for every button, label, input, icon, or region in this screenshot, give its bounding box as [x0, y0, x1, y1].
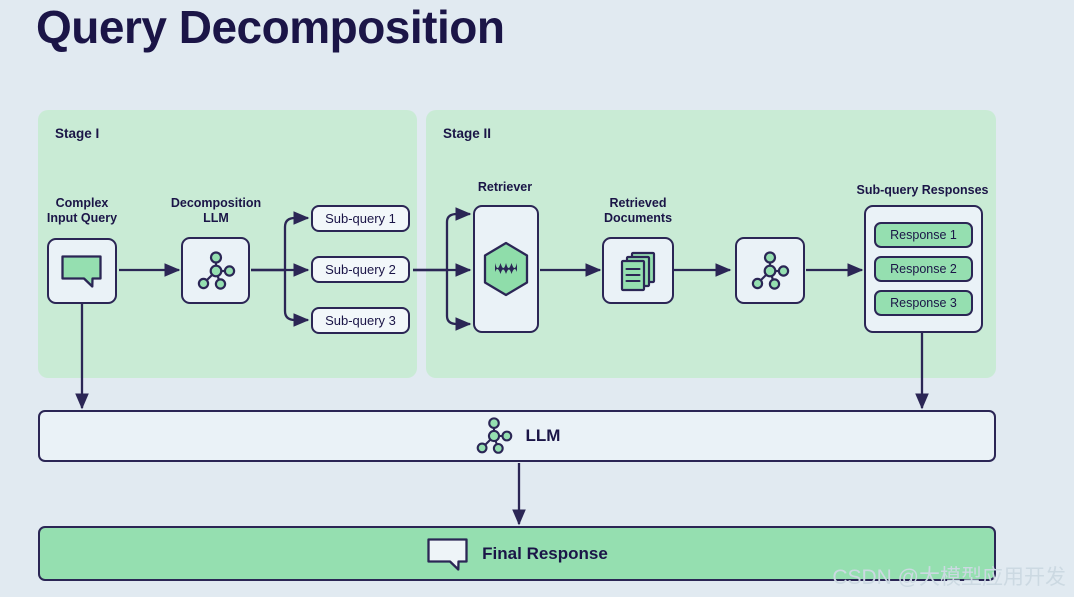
decomposition-llm-label-line1: Decomposition: [170, 196, 262, 210]
response-3-pill[interactable]: Response 3: [874, 290, 973, 316]
aggregation-llm-box[interactable]: [735, 237, 805, 304]
sub-query-responses-label: Sub-query Responses: [856, 183, 989, 197]
llm-bar[interactable]: LLM: [38, 410, 996, 462]
response-2-pill[interactable]: Response 2: [874, 256, 973, 282]
llm-bar-label: LLM: [525, 426, 561, 445]
speech-bubble-icon: [61, 255, 102, 288]
retriever-label: Retriever: [477, 180, 533, 194]
complex-input-query-label: Complex Input Query: [20, 196, 144, 226]
complex-input-query-box[interactable]: [47, 238, 117, 304]
node-graph-icon: [476, 417, 512, 454]
stage-1-label: Stage I: [55, 126, 100, 141]
node-graph-icon: [751, 250, 790, 290]
watermark: CSDN @大模型应用开发: [832, 566, 1066, 589]
stacked-documents-icon: [620, 251, 656, 291]
complex-input-query-label-line2: Input Query: [46, 211, 118, 225]
retrieved-documents-box[interactable]: [602, 237, 674, 304]
retriever-box[interactable]: [473, 205, 539, 333]
speech-bubble-icon: [427, 537, 468, 571]
decomposition-llm-label: Decomposition LLM: [155, 196, 277, 226]
final-response-label: Final Response: [482, 543, 608, 563]
weaviate-hexagon-icon: [483, 241, 529, 297]
sub-query-2-pill[interactable]: Sub-query 2: [311, 256, 410, 283]
final-response-bar[interactable]: Final Response: [38, 526, 996, 581]
complex-input-query-label-line1: Complex: [55, 196, 109, 210]
sub-query-1-pill[interactable]: Sub-query 1: [311, 205, 410, 232]
retrieved-documents-label-line1: Retrieved: [609, 196, 667, 210]
response-1-pill[interactable]: Response 1: [874, 222, 973, 248]
stage-2-label: Stage II: [443, 126, 492, 141]
decomposition-llm-box[interactable]: [181, 237, 250, 304]
node-graph-icon: [197, 250, 235, 290]
retrieved-documents-label-line2: Documents: [603, 211, 673, 225]
retrieved-documents-label: Retrieved Documents: [585, 196, 691, 226]
sub-query-responses-box: Response 1 Response 2 Response 3: [864, 205, 983, 333]
sub-query-3-pill[interactable]: Sub-query 3: [311, 307, 410, 334]
page-title: Query Decomposition: [36, 1, 505, 53]
decomposition-llm-label-line2: LLM: [203, 211, 229, 225]
